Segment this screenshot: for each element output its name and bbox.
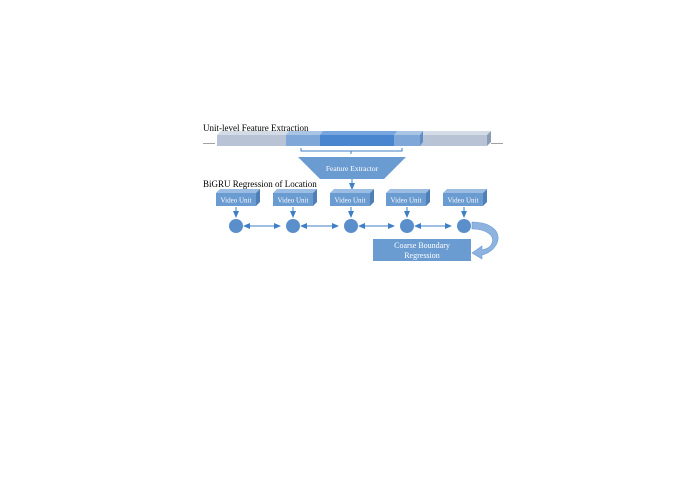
timeline-right-ellipsis: ...... <box>491 137 503 146</box>
video-unit-2: Video Unit <box>273 189 317 206</box>
video-unit-4-front <box>386 193 426 206</box>
video-unit-5: Video Unit <box>443 189 487 206</box>
video-unit-2-label: Video Unit <box>278 197 309 205</box>
timeline-bracket <box>300 148 403 154</box>
feature-extractor-shape <box>298 157 406 179</box>
curved-arrow-to-regression <box>471 221 499 260</box>
video-unit-3: Video Unit <box>330 189 374 206</box>
highlight-side-light <box>420 131 423 146</box>
gru-node-1 <box>229 219 243 233</box>
video-unit-2-front <box>273 193 313 206</box>
coarse-boundary-regression-line2: Regression <box>404 251 440 260</box>
video-unit-1-side <box>256 189 260 206</box>
timeline-bar-side <box>487 131 491 146</box>
video-unit-4-top <box>386 189 430 193</box>
video-unit-2-side <box>313 189 317 206</box>
video-unit-5-side <box>483 189 487 206</box>
feature-extractor: Feature Extractor <box>298 157 406 179</box>
video-unit-4-label: Video Unit <box>391 197 422 205</box>
video-unit-1: Video Unit <box>216 189 260 206</box>
video-unit-4: Video Unit <box>386 189 430 206</box>
feature-extractor-label: Feature Extractor <box>326 164 379 173</box>
bigru-title: BiGRU Regression of Location <box>203 179 317 189</box>
highlight-top-dark <box>320 131 397 135</box>
gru-node-3 <box>344 219 358 233</box>
video-unit-3-top <box>330 189 374 193</box>
video-unit-1-front <box>216 193 256 206</box>
video-unit-2-top <box>273 189 317 193</box>
video-unit-4-side <box>426 189 430 206</box>
video-unit-3-front <box>330 193 370 206</box>
coarse-boundary-regression: Coarse Boundary Regression <box>373 239 471 261</box>
video-unit-3-label: Video Unit <box>335 197 366 205</box>
video-unit-3-side <box>370 189 374 206</box>
gru-node-5 <box>457 219 471 233</box>
video-unit-5-top <box>443 189 487 193</box>
video-unit-5-front <box>443 193 483 206</box>
timeline-left-ellipsis: ...... <box>203 137 215 146</box>
gru-node-2 <box>286 219 300 233</box>
coarse-boundary-regression-line1: Coarse Boundary <box>394 241 450 250</box>
highlight-front-dark <box>320 135 394 146</box>
coarse-boundary-regression-box <box>373 239 471 261</box>
video-unit-1-label: Video Unit <box>221 197 252 205</box>
gru-node-4 <box>400 219 414 233</box>
video-unit-1-top <box>216 189 260 193</box>
video-unit-5-label: Video Unit <box>448 197 479 205</box>
timeline-highlight-window <box>286 131 423 146</box>
feature-extraction-title: Unit-level Feature Extraction <box>203 123 309 133</box>
